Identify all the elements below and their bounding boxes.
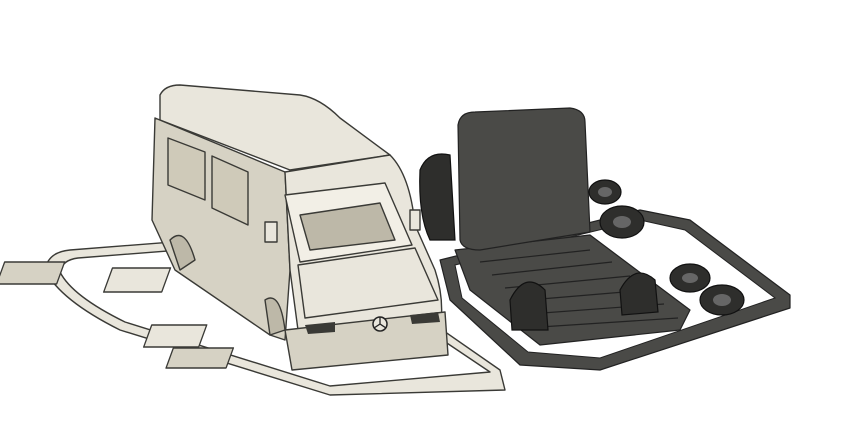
mercedes-star-logo xyxy=(372,316,388,332)
tire xyxy=(588,179,622,205)
van-body xyxy=(151,84,449,371)
tires xyxy=(588,179,745,316)
chassis-floor xyxy=(454,234,691,346)
tire xyxy=(669,263,711,293)
tire xyxy=(599,205,645,239)
tire xyxy=(699,284,745,316)
seat-back xyxy=(419,107,591,251)
